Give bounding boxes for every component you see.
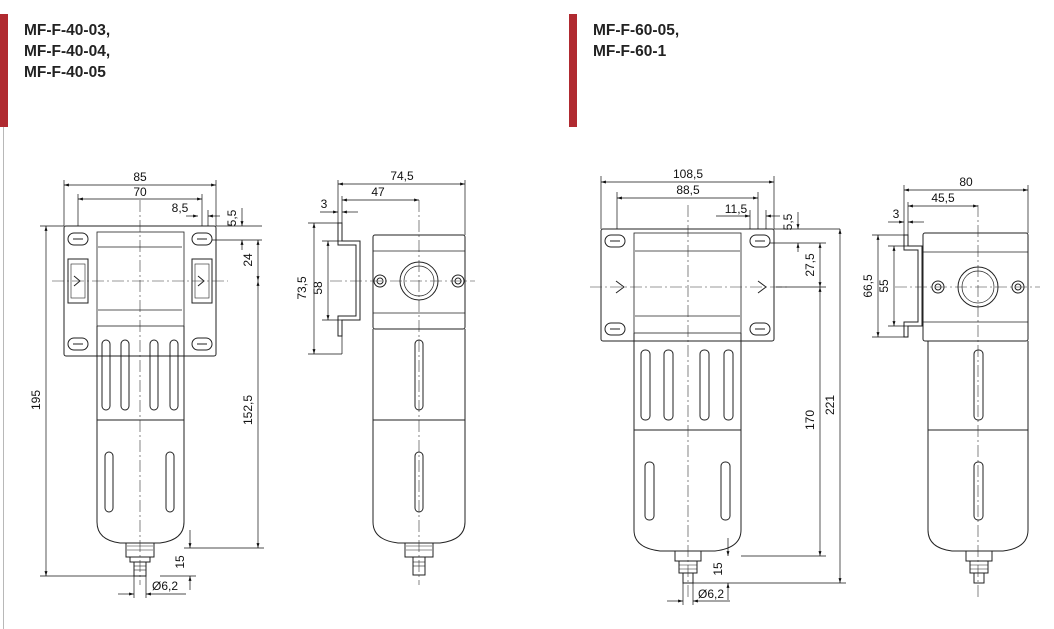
right-front-dim-labels: 108,5 88,5 11,5 5,5 27,5 170 221 15 Ø6,2 (673, 167, 837, 601)
dim-s-h2: 55 (877, 279, 891, 293)
left-divider-line (3, 127, 4, 629)
dim-s-h1: 73,5 (295, 276, 309, 300)
dim-d3: 24 (241, 253, 255, 267)
dim-h-body: 170 (803, 410, 817, 430)
dim-d2: 5,5 (225, 209, 239, 226)
left-side-centerlines (330, 200, 475, 585)
right-accent-bar (569, 14, 577, 127)
dim-d1: 8,5 (172, 201, 189, 215)
dim-s-h1: 66,5 (861, 274, 875, 298)
left-front-centerlines (52, 200, 228, 585)
left-side-view (337, 222, 466, 576)
left-model-1: MF-F-40-03, (24, 22, 111, 39)
dim-diam: Ø6,2 (698, 587, 724, 601)
dim-s-w2: 45,5 (931, 191, 955, 205)
dim-w-inner: 70 (133, 185, 147, 199)
left-accent-bar (0, 14, 8, 127)
dim-h-total: 221 (823, 395, 837, 415)
left-model-heading: MF-F-40-03, MF-F-40-04, MF-F-40-05 (24, 20, 110, 83)
right-model-1: MF-F-60-05, (593, 22, 680, 39)
right-side-dim-labels: 80 45,5 3 66,5 55 (861, 175, 973, 298)
right-front-dimensions (600, 176, 846, 605)
dim-d3: 27,5 (803, 253, 817, 277)
dim-d2: 5,5 (781, 213, 795, 230)
dim-s-h2: 58 (311, 281, 325, 295)
dim-s-w3: 3 (893, 207, 900, 221)
dim-h-total: 195 (29, 390, 43, 410)
dim-w-outer: 85 (133, 170, 147, 184)
dim-diam: Ø6,2 (152, 579, 178, 593)
left-side-dimensions (308, 180, 466, 355)
dim-s-w2: 47 (371, 185, 385, 199)
dim-w-inner: 88,5 (676, 183, 700, 197)
dim-s-w1: 74,5 (390, 169, 414, 183)
dim-h-body: 152,5 (241, 395, 255, 425)
right-front-view (600, 228, 775, 584)
right-model-heading: MF-F-60-05, MF-F-60-1 (593, 20, 679, 62)
left-front-dim-labels: 85 70 8,5 5,5 24 195 152,5 15 Ø6,2 (29, 170, 255, 593)
left-model-2: MF-F-40-04, (24, 43, 111, 60)
dim-h-bot: 15 (173, 555, 187, 569)
right-model-2: MF-F-60-1 (593, 43, 667, 60)
right-side-centerlines (895, 205, 1040, 600)
right-front-centerlines (590, 205, 790, 600)
right-side-view (903, 232, 1029, 584)
dim-h-bot: 15 (711, 562, 725, 576)
right-side-dimensions (872, 185, 1029, 338)
dim-d1: 11,5 (725, 202, 748, 216)
left-front-dimensions (40, 180, 264, 598)
dim-s-w3: 3 (321, 197, 328, 211)
dim-w-outer: 108,5 (673, 167, 703, 181)
left-model-3: MF-F-40-05 (24, 64, 106, 81)
dim-s-w1: 80 (959, 175, 973, 189)
left-side-dim-labels: 74,5 47 3 73,5 58 (295, 169, 414, 300)
